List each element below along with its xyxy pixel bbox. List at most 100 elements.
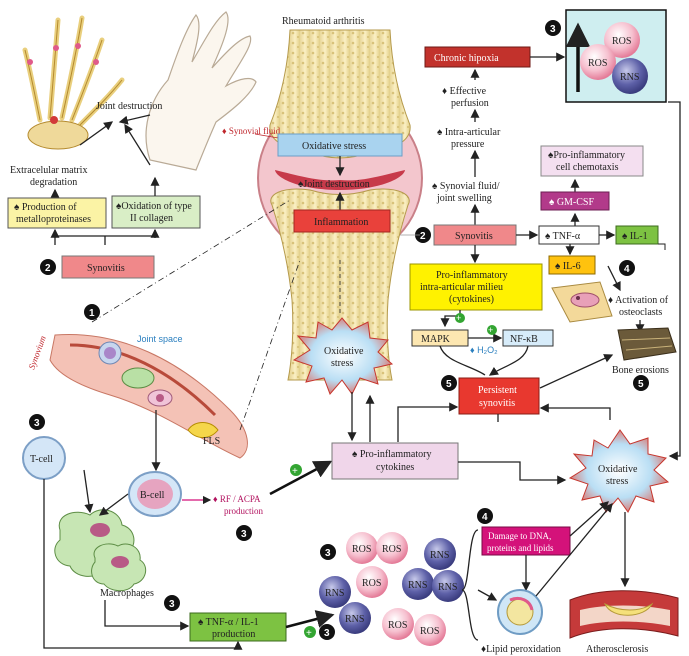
effective-perfusion-line2: perfusion <box>451 98 489 109</box>
cytokines-line2: cytokines <box>376 462 414 473</box>
ros-sphere-panel-1 <box>604 22 640 58</box>
svg-text:5: 5 <box>638 379 644 390</box>
persistent-synovitis-line2: synovitis <box>479 398 515 409</box>
synovial-fluid-label: ♦ Synovial fluid <box>222 126 281 136</box>
svg-text:2: 2 <box>420 231 426 242</box>
damage-line2: proteins and lipids <box>487 543 554 553</box>
svg-text:RNS: RNS <box>430 550 449 561</box>
oxidative-burst-left-line1: Oxidative <box>324 346 364 357</box>
svg-text:3: 3 <box>34 418 40 429</box>
tnf-alpha-label: ♠ TNF-α <box>545 231 581 242</box>
collagen-label-line1: ♠Oxidation of type <box>116 201 192 212</box>
oxidative-stress-burst-left <box>292 317 394 395</box>
swelling-line1: ♠ Synovial fluid/ <box>432 181 500 192</box>
svg-text:ROS: ROS <box>352 544 371 555</box>
svg-text:+: + <box>456 313 461 323</box>
svg-text:RNS: RNS <box>325 588 344 599</box>
fls-label: FLS <box>203 436 220 447</box>
step-3-badge-cluster <box>320 544 336 560</box>
gm-csf-label: ♠ GM-CSF <box>549 197 594 208</box>
osteoclast-line2: osteoclasts <box>619 307 662 318</box>
step-2-badge-left <box>40 259 56 275</box>
svg-text:3: 3 <box>550 24 556 35</box>
svg-text:4: 4 <box>482 512 488 523</box>
collagen-label-line2: II collagen <box>130 213 173 224</box>
synovitis-right-label: Synovitis <box>455 231 493 242</box>
rns-sphere-panel <box>612 58 648 94</box>
damage-line1: Damage to DNA, <box>488 531 551 541</box>
step-5-badge-right <box>633 375 649 391</box>
joint-destruction-mid-label: ♠Joint destruction <box>298 179 370 190</box>
svg-text:1: 1 <box>89 308 95 319</box>
bone-erosion-illustration <box>617 327 677 361</box>
persistent-synovitis-box <box>458 377 540 415</box>
hand-skeleton-illustration <box>22 15 125 150</box>
chronic-hipoxia-label: Chronic hipoxia <box>434 53 499 64</box>
effective-perfusion-line1: ♦ Effective <box>442 86 487 97</box>
damage-dna-box <box>481 526 571 556</box>
intra-articular-line1: ♠ Intra-articular <box>437 127 501 138</box>
oxidative-burst-left-line2: stress <box>331 358 353 369</box>
svg-text:ROS: ROS <box>612 36 631 47</box>
mmp-label-line1: ♠ Production of <box>14 202 77 213</box>
nf-kb-label: NF-κB <box>510 334 538 345</box>
lipid-peroxidation-illustration <box>497 589 543 635</box>
il-1-label: ♠ IL-1 <box>622 231 648 242</box>
t-cell-label: T-cell <box>30 454 53 465</box>
svg-text:RNS: RNS <box>438 582 457 593</box>
step-3-badge-rf <box>236 525 252 541</box>
synovium-label: Synovium <box>26 334 48 371</box>
step-2-badge-right <box>415 227 431 243</box>
step-3-badge-macrophage <box>164 595 180 611</box>
step-4-badge-bottom <box>477 508 493 524</box>
gm-csf-box <box>540 191 610 211</box>
ecm-label-line2: degradation <box>30 177 77 188</box>
joint-space-label: Joint space <box>137 334 183 344</box>
mapk-label: MAPK <box>421 334 451 345</box>
oxidative-burst-right-line2: stress <box>606 476 628 487</box>
oxidative-burst-right-line1: Oxidative <box>598 464 638 475</box>
deformed-hand-illustration <box>145 11 257 171</box>
inflammation-label: Inflammation <box>314 217 368 228</box>
step-4-badge-top <box>619 260 635 276</box>
ecm-label-line1: Extracelular matrix <box>10 165 87 176</box>
svg-text:ROS: ROS <box>388 620 407 631</box>
collagen-box <box>111 195 201 229</box>
svg-text:ROS: ROS <box>382 544 401 555</box>
atherosclerosis-illustration <box>569 590 679 639</box>
lipid-peroxidation-label: ♦Lipid peroxidation <box>481 644 561 655</box>
svg-text:+: + <box>306 628 312 639</box>
step-5-badge-center <box>441 375 457 391</box>
macrophages-label: Macrophages <box>100 588 154 599</box>
il-6-box <box>548 255 596 275</box>
step-3-badge-ros <box>319 624 335 640</box>
svg-text:+: + <box>292 466 298 477</box>
svg-text:RNS: RNS <box>408 580 427 591</box>
tnf-il1-line2: production <box>212 629 255 640</box>
atherosclerosis-label: Atherosclerosis <box>586 644 648 655</box>
svg-text:5: 5 <box>446 379 452 390</box>
step-3-badge-top <box>545 20 561 36</box>
oxidative-stress-joint-label: Oxidative stress <box>302 141 366 152</box>
ros-rns-cluster: ROS ROS RNS ROS RNS RNS RNS RNS ROS ROS <box>319 532 464 646</box>
svg-text:+: + <box>488 325 493 335</box>
persistent-synovitis-line1: Persistent <box>478 385 517 396</box>
svg-text:ROS: ROS <box>420 626 439 637</box>
svg-text:RNS: RNS <box>620 72 639 83</box>
pro-inflammatory-milieu-box <box>409 263 543 311</box>
svg-text:ROS: ROS <box>362 578 381 589</box>
synovitis-left-label: Synovitis <box>87 263 125 274</box>
step-3-badge-left <box>29 414 45 430</box>
il-1-box <box>615 225 659 245</box>
synovium-illustration <box>49 333 248 459</box>
ros-sphere-panel-2 <box>580 44 616 80</box>
bone-erosions-label: Bone erosions <box>612 365 669 376</box>
svg-text:3: 3 <box>241 529 247 540</box>
milieu-line2: intra-articular milieu <box>420 282 503 293</box>
chemotaxis-line1: ♠Pro-inflammatory <box>548 150 625 161</box>
pro-inflammatory-cytokines-box <box>331 442 459 480</box>
rf-acpa-line1: ♦ RF / ACPA <box>213 494 261 504</box>
intra-articular-line2: pressure <box>451 139 485 150</box>
